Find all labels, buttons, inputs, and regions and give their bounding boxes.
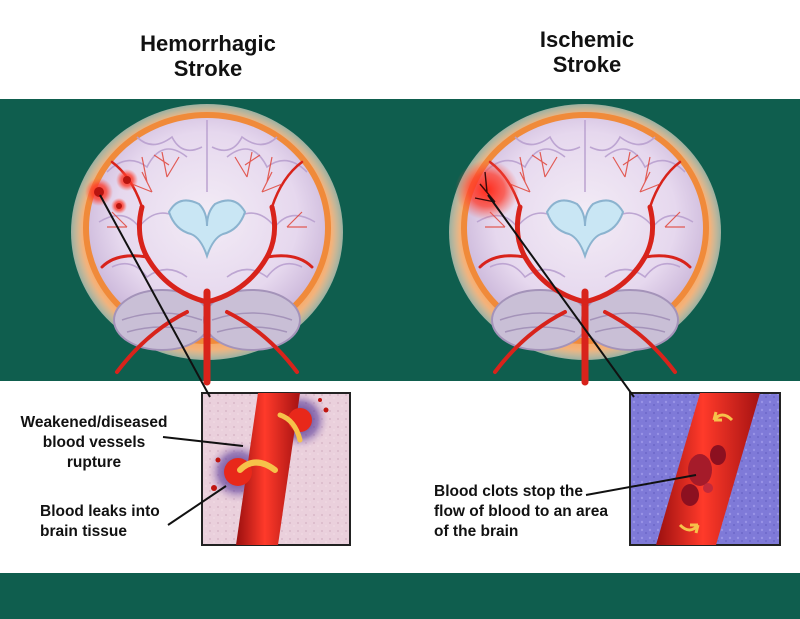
ischemic-brain [449,104,721,382]
leader-line-left [99,194,211,398]
label-vessel-rupture: Weakened/diseased blood vessels rupture [20,414,168,471]
clotted-vessel-zoom [629,392,781,546]
leader-line-right [487,194,635,398]
ischemic-stroke-title: Ischemic Stroke [539,27,635,77]
pointer-leak [167,485,227,526]
hemorrhagic-brain [71,104,343,382]
pointer-rupture [162,436,244,447]
hemorrhagic-stroke-title: Hemorrhagic Stroke [140,31,276,81]
pointer-clot [585,474,697,496]
label-blood-leaks: Blood leaks into brain tissue [40,503,160,540]
ruptured-vessel-zoom [201,390,351,546]
bottom-green-band [0,573,800,619]
label-blood-clots: Blood clots stop the flow of blood to an… [434,483,608,540]
